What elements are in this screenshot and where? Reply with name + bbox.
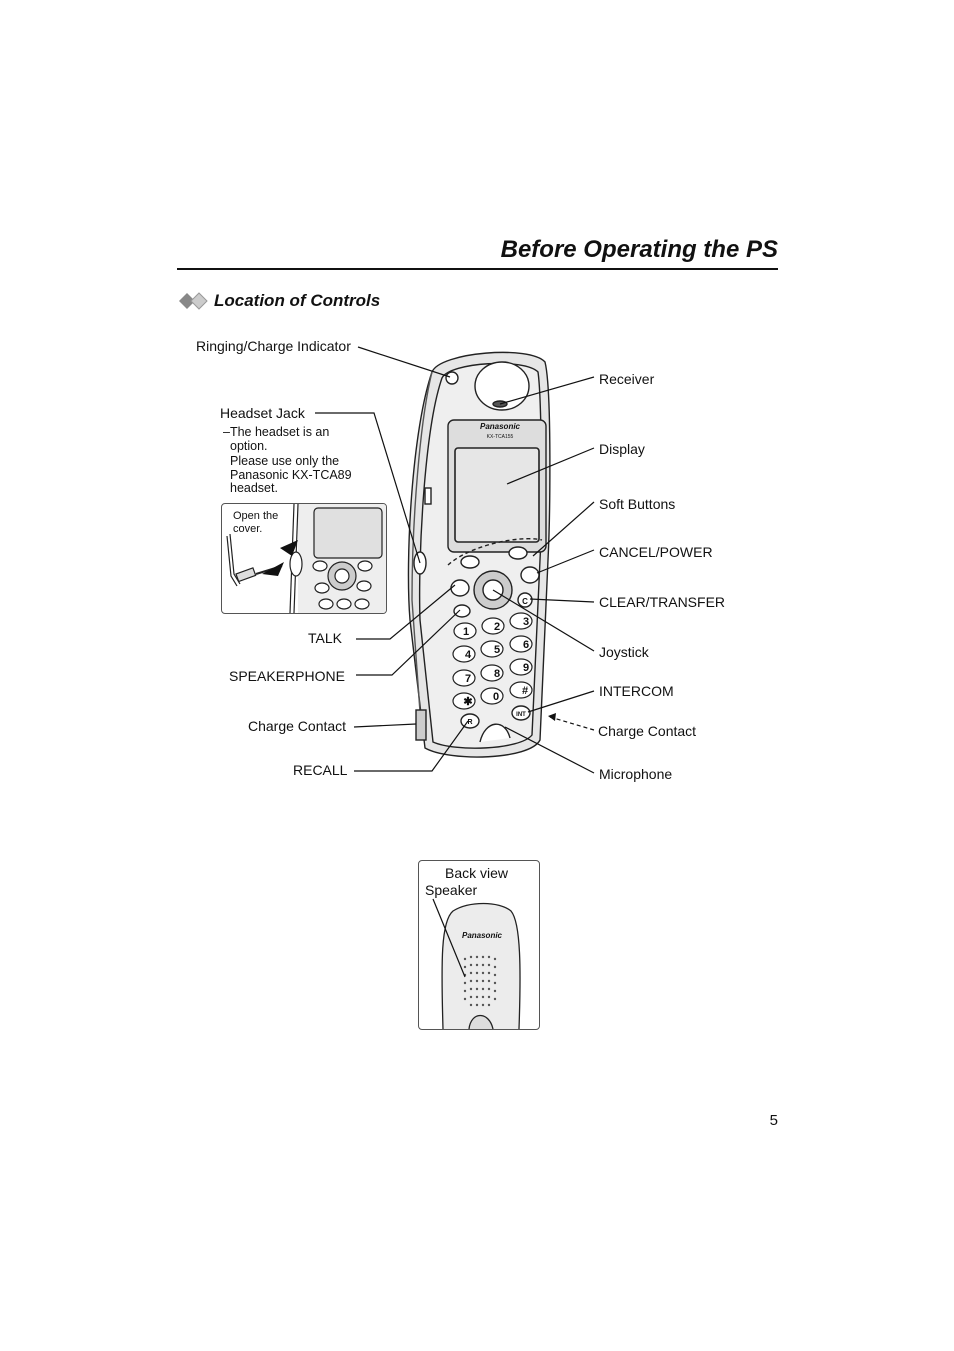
inset-caption-line: cover. — [233, 523, 263, 535]
label-microphone: Microphone — [599, 766, 673, 782]
headset-note-line: option. — [230, 439, 268, 453]
section-title: Location of Controls — [214, 291, 381, 310]
headset-note-line: headset. — [230, 481, 278, 495]
label-receiver: Receiver — [599, 371, 655, 387]
back-view-panel: Back view Speaker Panasonic — [418, 860, 540, 1030]
headset-note-line: Please use only the — [230, 454, 340, 468]
label-clear-transfer: CLEAR/TRANSFER — [599, 594, 726, 610]
diamond-bullet-icon — [179, 292, 208, 310]
svg-text:6: 6 — [523, 639, 529, 651]
label-charge-contact-left: Charge Contact — [248, 718, 347, 734]
inset-headset-cover: Open the cover. — [221, 503, 387, 614]
svg-text:✱: ✱ — [463, 696, 472, 708]
inset-caption-line: Open the — [233, 510, 279, 522]
back-view-illustration — [432, 898, 521, 1029]
back-view-brand: Panasonic — [461, 931, 502, 940]
headset-note-line: Panasonic KX-TCA89 — [230, 468, 352, 482]
svg-text:3: 3 — [523, 616, 529, 628]
label-speakerphone: SPEAKERPHONE — [229, 668, 345, 684]
inset-illustration — [226, 504, 386, 613]
label-intercom: INTERCOM — [599, 683, 674, 699]
svg-text:7: 7 — [465, 673, 471, 685]
back-view-title: Back view — [445, 865, 509, 881]
svg-text:2: 2 — [494, 621, 500, 633]
title-rule — [177, 268, 778, 270]
svg-text:5: 5 — [494, 644, 500, 656]
label-ringing-charge-indicator: Ringing/Charge Indicator — [196, 338, 351, 354]
svg-text:0: 0 — [493, 691, 499, 703]
label-headset-jack: Headset Jack — [220, 405, 305, 421]
label-soft-buttons: Soft Buttons — [599, 496, 676, 512]
svg-text:1: 1 — [463, 626, 469, 638]
page-title: Before Operating the PS — [500, 236, 778, 263]
svg-text:KX-TCA155: KX-TCA155 — [487, 434, 514, 440]
svg-text:8: 8 — [494, 668, 500, 680]
svg-text:9: 9 — [523, 662, 529, 674]
page-number: 5 — [769, 1112, 778, 1129]
label-display: Display — [599, 441, 645, 457]
headset-note-line: –The headset is an — [223, 425, 330, 439]
label-speaker: Speaker — [425, 882, 478, 898]
svg-text:4: 4 — [465, 649, 472, 661]
svg-text:C: C — [522, 597, 528, 606]
svg-text:INT: INT — [516, 712, 526, 718]
label-recall: RECALL — [293, 762, 348, 778]
label-cancel-power: CANCEL/POWER — [599, 544, 713, 560]
svg-text:R: R — [467, 719, 472, 726]
svg-text:#: # — [522, 685, 528, 697]
label-talk: TALK — [308, 630, 342, 646]
label-charge-contact-right: Charge Contact — [598, 723, 697, 739]
label-joystick: Joystick — [599, 644, 649, 660]
svg-text:Panasonic: Panasonic — [480, 422, 521, 431]
